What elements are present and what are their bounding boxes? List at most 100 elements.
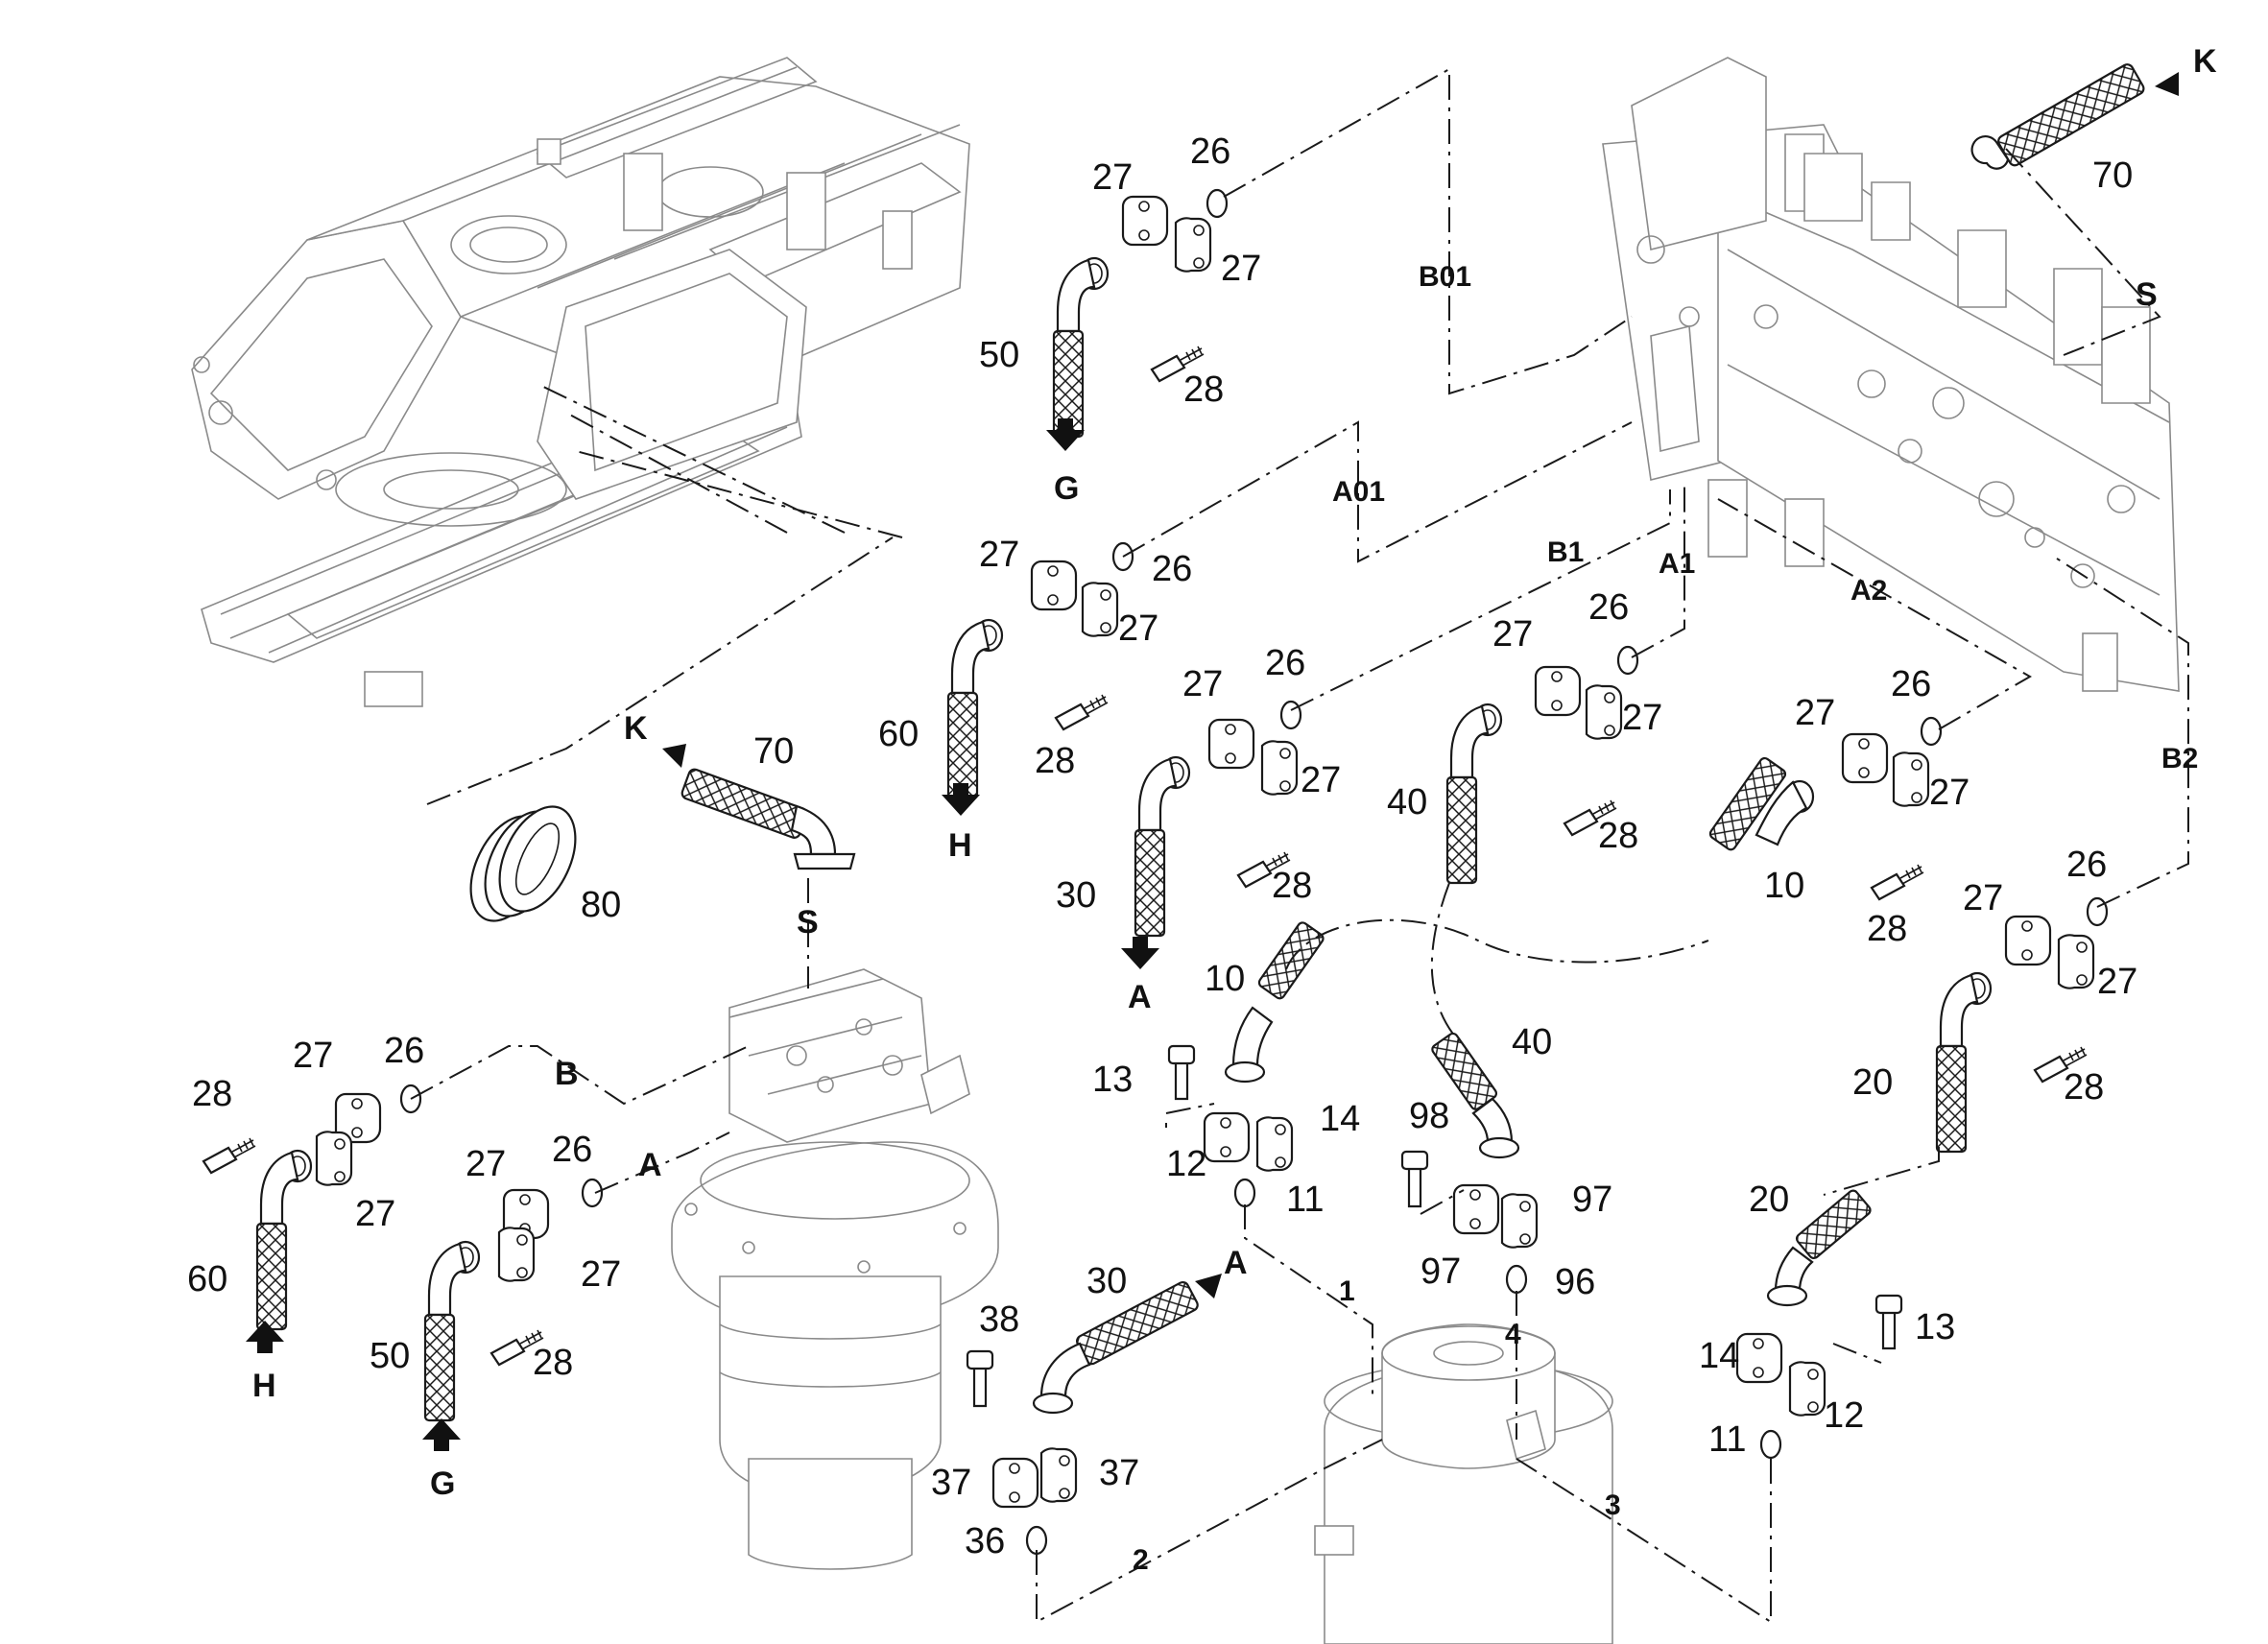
ref-s: S	[797, 904, 819, 941]
label-60: 60	[187, 1259, 227, 1299]
label-28: 28	[533, 1343, 573, 1383]
clamp-set-upper-1	[1121, 188, 1229, 383]
label-28: 28	[1272, 866, 1312, 906]
arrow-g-lower	[422, 1418, 461, 1451]
ref-2: 2	[1133, 1544, 1149, 1576]
hose-30-upper	[1134, 755, 1191, 938]
ref-s: S	[2136, 276, 2158, 313]
label-26: 26	[384, 1031, 424, 1071]
ref-g: G	[430, 1465, 455, 1502]
label-60: 60	[878, 714, 919, 754]
hose-60-lower	[255, 1149, 313, 1331]
ref-h: H	[948, 827, 972, 864]
label-11: 11	[1708, 1419, 1746, 1460]
label-26: 26	[1891, 664, 1931, 704]
label-37: 37	[1099, 1453, 1139, 1493]
ref-b1: B1	[1547, 536, 1584, 568]
ref-h: H	[252, 1368, 276, 1404]
label-30: 30	[1056, 875, 1096, 916]
hose-70-left	[680, 768, 856, 870]
label-26: 26	[1265, 643, 1305, 683]
arrow-to-k-right	[2155, 72, 2179, 96]
clamp-set-center-12-14	[1167, 1044, 1294, 1208]
ref-b01: B01	[1419, 261, 1471, 293]
label-12: 12	[1166, 1144, 1206, 1184]
ref-k: K	[2193, 43, 2217, 80]
label-28: 28	[1183, 369, 1224, 410]
label-26: 26	[1152, 549, 1192, 589]
label-27: 27	[1182, 664, 1223, 704]
label-13: 13	[1092, 1060, 1133, 1100]
label-97: 97	[1420, 1251, 1461, 1292]
hose-40-upper	[1445, 703, 1503, 885]
ref-g: G	[1054, 470, 1079, 507]
label-14: 14	[1699, 1336, 1739, 1376]
ref-a2: A2	[1850, 575, 1887, 607]
label-27: 27	[1492, 614, 1533, 655]
clamp-set-center-97	[1400, 1150, 1539, 1295]
label-26: 26	[1190, 131, 1230, 172]
label-28: 28	[1035, 741, 1075, 781]
hose-30-lower	[1032, 1280, 1199, 1415]
label-96: 96	[1555, 1262, 1595, 1302]
label-40: 40	[1387, 782, 1427, 822]
label-37: 37	[931, 1463, 971, 1503]
arrow-a-lower	[1195, 1274, 1222, 1299]
arrow-h-upper	[942, 783, 980, 816]
hose-10-lower	[1224, 921, 1325, 1084]
ref-a: A	[1224, 1245, 1248, 1281]
label-27: 27	[2097, 962, 2137, 1002]
label-26: 26	[552, 1130, 592, 1170]
hose-50-lower	[423, 1240, 481, 1422]
arrow-to-k-left	[662, 744, 686, 768]
ref-a1: A1	[1659, 548, 1695, 580]
label-40: 40	[1512, 1022, 1552, 1062]
label-13: 13	[1915, 1307, 1955, 1347]
label-26: 26	[1588, 587, 1629, 628]
ref-b2: B2	[2161, 743, 2198, 774]
part-labels: 26 27 27 50 28 27 26 27 60 28 27 26 27 3…	[187, 131, 2137, 1561]
label-28: 28	[1867, 909, 1907, 949]
hose-20-lower	[1766, 1189, 1872, 1307]
leader-lines	[410, 67, 2189, 1624]
hose-50-upper	[1052, 256, 1110, 439]
label-27: 27	[1301, 760, 1341, 800]
ref-3: 3	[1605, 1489, 1621, 1521]
machine-frame-drawing	[191, 57, 970, 707]
ref-a: A	[638, 1147, 662, 1183]
label-70: 70	[2092, 155, 2133, 196]
control-valve-drawing	[1602, 57, 2180, 692]
label-27: 27	[581, 1254, 621, 1295]
label-70: 70	[753, 731, 794, 772]
hose-10-upper	[1708, 756, 1815, 851]
label-30: 30	[1086, 1261, 1127, 1301]
label-98: 98	[1409, 1096, 1449, 1136]
label-26: 26	[2066, 845, 2107, 885]
ref-a01: A01	[1332, 476, 1385, 508]
clamp-set-left-1	[202, 1084, 422, 1186]
ref-4: 4	[1505, 1319, 1521, 1350]
ref-b: B	[555, 1056, 579, 1092]
label-27: 27	[355, 1194, 395, 1234]
label-27: 27	[293, 1036, 333, 1076]
swivel-joint-drawing	[1314, 1323, 1613, 1644]
label-12: 12	[1824, 1395, 1864, 1436]
label-10: 10	[1205, 959, 1245, 999]
clamp-set-bottom-36-37	[966, 1349, 1078, 1556]
label-20: 20	[1749, 1179, 1789, 1220]
label-27: 27	[1929, 773, 1970, 813]
clamp-set-mid-1	[1207, 700, 1302, 889]
label-27: 27	[979, 535, 1019, 575]
ref-a: A	[1128, 979, 1152, 1015]
hose-40-lower	[1431, 1032, 1520, 1159]
seal-80	[469, 805, 577, 922]
label-20: 20	[1852, 1062, 1893, 1103]
label-27: 27	[1622, 698, 1662, 738]
arrow-h-lower	[246, 1321, 284, 1353]
connection-refs: K S B01 G A01 B1 A1 A2 B2 K H S A B A A …	[252, 43, 2217, 1576]
travel-motor-drawing	[671, 968, 999, 1570]
label-11: 11	[1286, 1179, 1324, 1220]
clamp-set-right-2	[2004, 896, 2109, 1084]
label-27: 27	[1092, 157, 1133, 198]
